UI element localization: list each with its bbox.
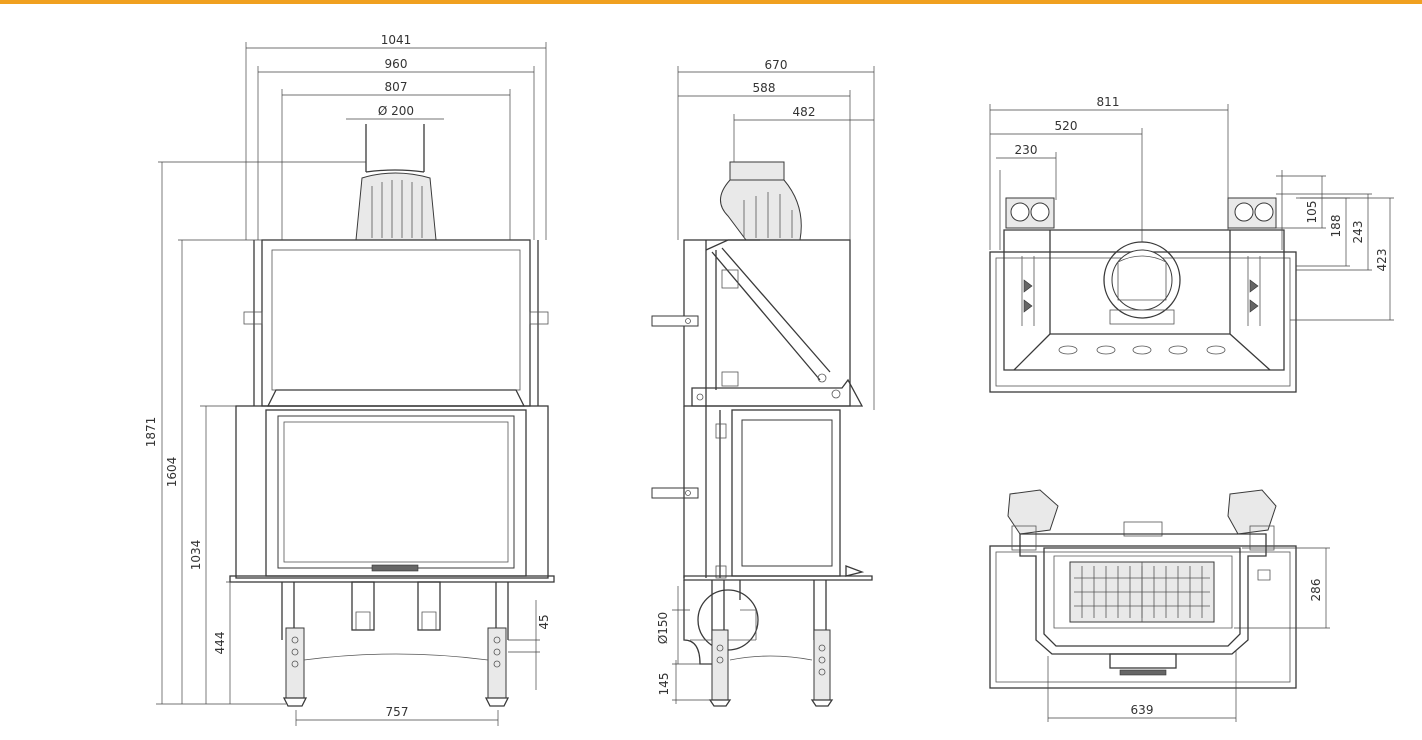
front-leg-spacing-label: 757 xyxy=(386,705,409,719)
front-leg-height-label: 444 xyxy=(213,632,227,655)
front-flue-collar xyxy=(365,124,425,172)
front-inner-width-label: 807 xyxy=(385,80,408,94)
front-overall-width-label: 1041 xyxy=(381,33,412,47)
side-flue-offset-label: 482 xyxy=(793,105,816,119)
side-flue-top xyxy=(729,161,785,181)
front-door-height-label: 1034 xyxy=(189,540,203,571)
front-overall-height-label: 1871 xyxy=(144,417,158,448)
top-dim-188-label: 188 xyxy=(1329,215,1343,238)
front-leg-adjust-label: 45 xyxy=(537,614,551,629)
front-body-height-label: 1604 xyxy=(165,457,179,488)
bottom-width-label: 639 xyxy=(1131,703,1154,717)
bottom-outer-frame xyxy=(989,545,1297,689)
side-flue-elbow xyxy=(720,179,802,241)
accent-bar xyxy=(0,0,1422,4)
top-flue-offset-label: 520 xyxy=(1055,119,1078,133)
side-dimensions xyxy=(672,66,875,704)
front-door-glass xyxy=(277,415,515,569)
front-upper-body xyxy=(261,239,531,407)
bottom-dimensions xyxy=(1047,547,1330,722)
front-dimensions xyxy=(156,42,547,726)
side-body-depth-label: 588 xyxy=(753,81,776,95)
bottom-bracket-left xyxy=(1007,489,1059,535)
side-air-inlet-label: Ø150 xyxy=(656,612,670,644)
side-wall-bracket-bottom xyxy=(651,487,699,499)
top-view xyxy=(989,170,1297,393)
side-leg-back xyxy=(813,629,831,701)
bottom-body xyxy=(1019,533,1267,655)
front-leg-right xyxy=(487,627,507,699)
top-dim-105-label: 105 xyxy=(1305,201,1319,224)
bottom-view xyxy=(989,489,1297,689)
front-flue-diameter-label: Ø 200 xyxy=(378,104,414,118)
top-dimensions xyxy=(989,104,1394,321)
side-overall-depth-label: 670 xyxy=(765,58,788,72)
side-view xyxy=(651,161,873,707)
bottom-depth-label: 286 xyxy=(1309,579,1323,602)
top-width-label: 811 xyxy=(1097,95,1120,109)
bottom-bracket-right xyxy=(1227,489,1277,535)
side-leg-front xyxy=(711,629,729,701)
side-wall-bracket-top xyxy=(651,315,699,327)
front-view xyxy=(229,124,555,707)
side-door-glass xyxy=(741,419,833,567)
top-dim-243-label: 243 xyxy=(1351,221,1365,244)
front-leg-left xyxy=(285,627,305,699)
top-dim-423-label: 423 xyxy=(1375,249,1389,272)
side-air-inlet-height-label: 145 xyxy=(657,673,671,696)
front-lower-body xyxy=(235,405,549,579)
top-bracket-offset-label: 230 xyxy=(1015,143,1038,157)
front-body-width-label: 960 xyxy=(385,57,408,71)
front-flue-spigot xyxy=(355,172,437,241)
